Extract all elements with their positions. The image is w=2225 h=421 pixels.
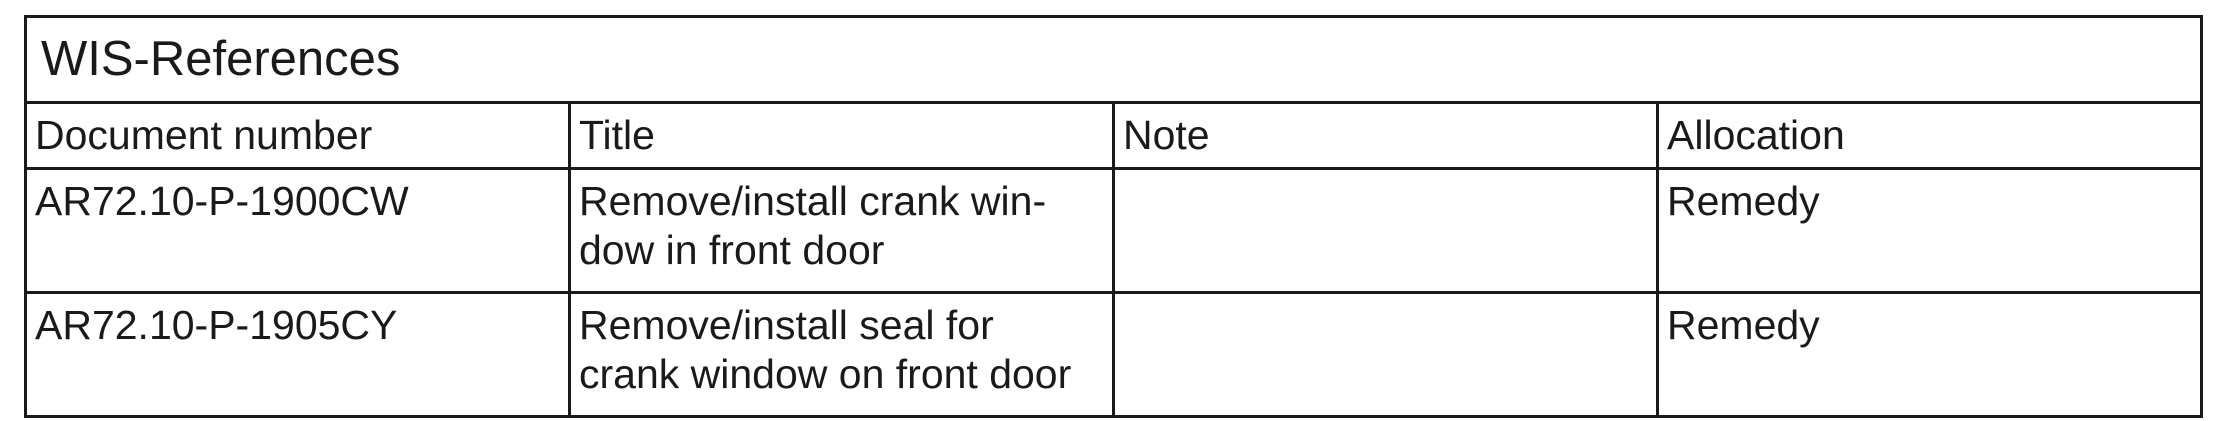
table-row: AR72.10-P-1905CY Remove/install seal for…	[24, 291, 2203, 418]
title-cell: Remove/install seal for crank window on …	[568, 291, 1115, 418]
note-cell	[1112, 167, 1659, 294]
title-line: crank window on front door	[579, 351, 1072, 397]
title-line: Remove/install seal for	[579, 302, 994, 348]
title-line: dow in front door	[579, 227, 885, 273]
allocation-cell: Remedy	[1656, 291, 2203, 418]
column-header-title: Title	[568, 101, 1115, 170]
table-title-row: WIS-References	[24, 15, 2203, 104]
title-line: Remove/install crank win-	[579, 178, 1047, 224]
column-header-allocation: Allocation	[1656, 101, 2203, 170]
note-cell	[1112, 291, 1659, 418]
table-header-row: Document number Title Note Allocation	[24, 101, 2203, 170]
table-row: AR72.10-P-1900CW Remove/install crank wi…	[24, 167, 2203, 294]
wis-references-table: WIS-References Document number Title Not…	[24, 15, 2203, 418]
title-cell: Remove/install crank win- dow in front d…	[568, 167, 1115, 294]
document-number-cell: AR72.10-P-1900CW	[24, 167, 571, 294]
table-title: WIS-References	[24, 15, 2203, 104]
allocation-cell: Remedy	[1656, 167, 2203, 294]
document-number-cell: AR72.10-P-1905CY	[24, 291, 571, 418]
column-header-document-number: Document number	[24, 101, 571, 170]
column-header-note: Note	[1112, 101, 1659, 170]
